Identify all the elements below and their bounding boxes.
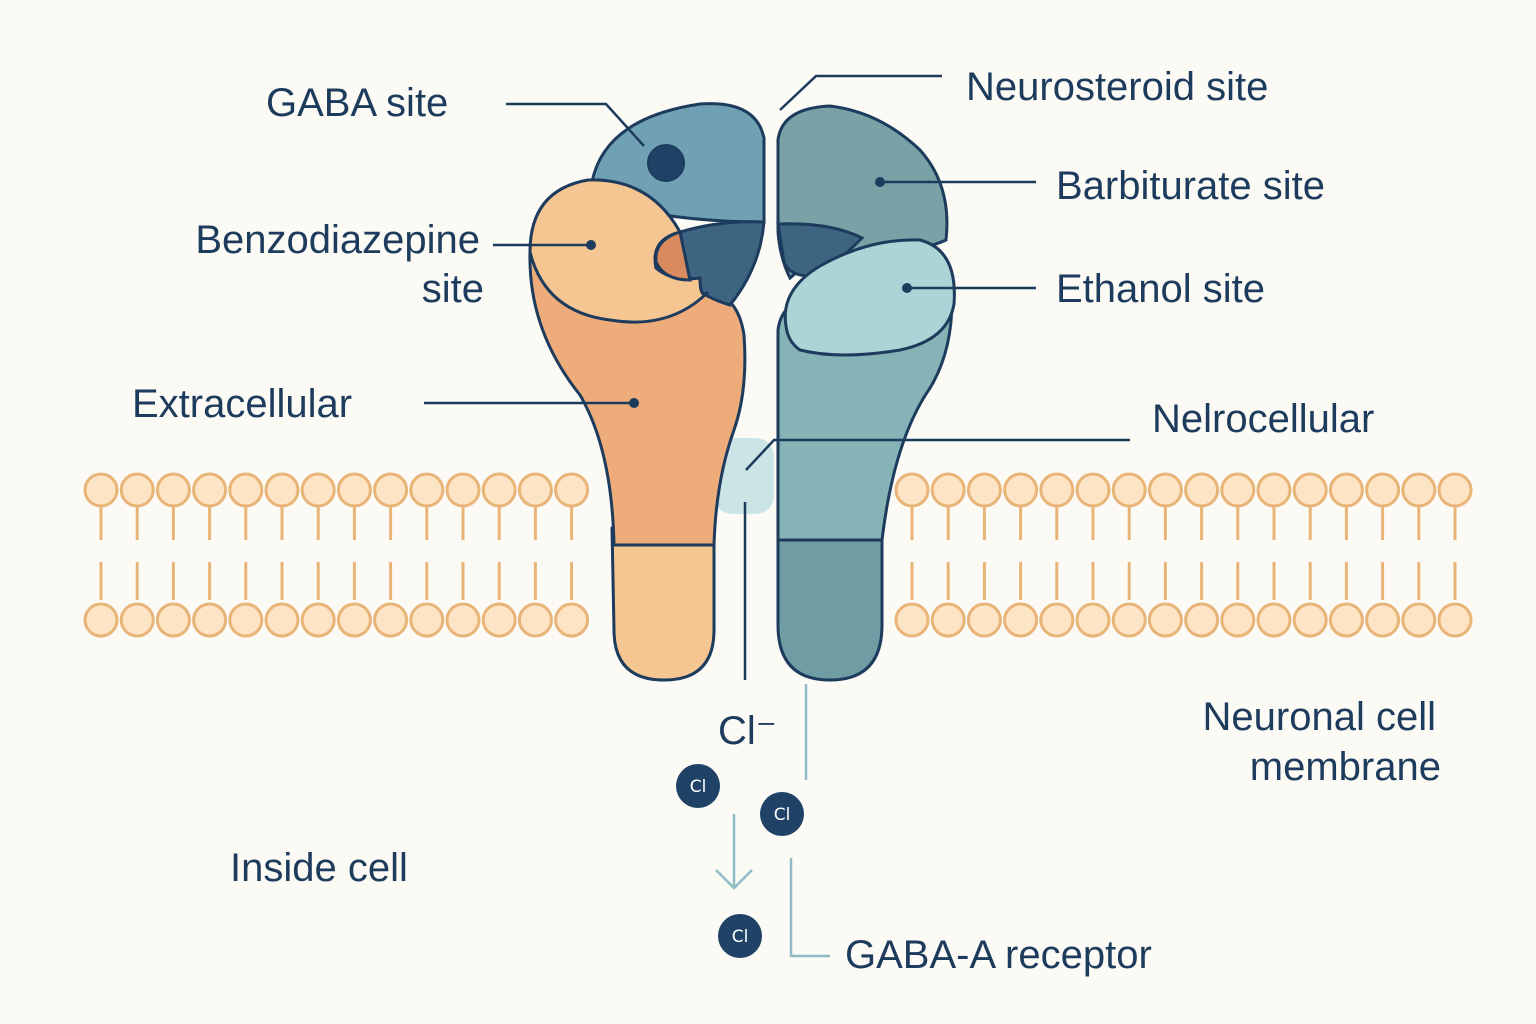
chloride-ion: Cl [676,764,720,808]
lipid-head [1401,472,1437,508]
netrocellular-label: Nelrocellular [1152,397,1375,441]
lipid-head [1075,602,1111,638]
lipid-head [1184,602,1220,638]
lipid-head [1111,472,1147,508]
lipid-head [1147,602,1183,638]
lipid-head [1184,472,1220,508]
lipid-head [1328,602,1364,638]
barbiturate-site-label: Barbiturate site [1056,164,1326,208]
lipid-head [1328,472,1364,508]
benzodiazepine-site-label-line2: site [421,267,484,311]
lipid-head [1256,602,1292,638]
right-subunit-lower [776,528,884,682]
lipid-head [119,602,155,638]
lipid-head [1437,602,1473,638]
chloride-ion: Cl [718,914,762,958]
gaba-a-receptor-label: GABA-A receptor [845,933,1152,977]
inside-cell-label: Inside cell [230,846,408,890]
ethanol-marker [902,283,912,293]
lipid-head [1003,602,1039,638]
gaba-ligand-dot [647,144,685,182]
lipid-head [192,472,228,508]
lipid-head [1039,472,1075,508]
benzodiazepine-marker [586,240,596,250]
lipid-head [481,602,517,638]
lipid-head [155,472,191,508]
lipid-head [894,602,930,638]
lipid-head [228,472,264,508]
chloride-ion: Cl [760,792,804,836]
extracellular-label: Extracellular [132,382,353,426]
lipid-head [894,472,930,508]
lipid-head [966,602,1002,638]
lipid-head [1256,472,1292,508]
benzodiazepine-pocket [654,230,692,282]
lipid-head [1437,472,1473,508]
lipid-head [1039,602,1075,638]
lipid-head [300,602,336,638]
gaba-site-label: GABA site [266,81,449,125]
lipid-head [554,602,590,638]
lipid-head [966,472,1002,508]
chloride-ion-label: Cl⁻ [718,709,777,753]
lipid-head [1292,602,1328,638]
lipid-head [192,602,228,638]
lipid-head [155,602,191,638]
lipid-head [1365,602,1401,638]
lipid-bilayer [83,472,1473,638]
lipid-head [409,472,445,508]
neurosteroid-site-label: Neurosteroid site [966,65,1269,109]
lipid-head [300,472,336,508]
lipid-head [1075,472,1111,508]
lipid-head [1401,602,1437,638]
left-subunit-lower [610,526,716,682]
lipid-head [1003,472,1039,508]
svg-text:Cl: Cl [690,777,707,797]
svg-text:Cl: Cl [732,927,749,947]
receptor-leader [789,858,830,958]
lipid-head [373,472,409,508]
lipid-head [445,472,481,508]
lipid-head [264,472,300,508]
lipid-head [228,602,264,638]
svg-text:Cl: Cl [774,805,791,825]
lipid-head [336,472,372,508]
lipid-head [930,602,966,638]
membrane-label-line1: Neuronal cell [1202,695,1436,739]
extracellular-marker [629,398,639,408]
lipid-head [517,602,553,638]
lipid-head [930,472,966,508]
lipid-head [1220,602,1256,638]
lipid-head [336,602,372,638]
lipid-head [83,602,119,638]
ion-flow-arrow [715,814,753,890]
barbiturate-marker [875,177,885,187]
lipid-head [1111,602,1147,638]
benzodiazepine-site-label-line1: Benzodiazepine [195,218,480,262]
lipid-head [83,472,119,508]
ethanol-site-label: Ethanol site [1056,267,1266,311]
lipid-head [445,602,481,638]
lipid-head [1220,472,1256,508]
lipid-head [119,472,155,508]
leader-lines [424,74,1130,680]
lipid-head [264,602,300,638]
lipid-head [1365,472,1401,508]
lipid-head [481,472,517,508]
lipid-head [1147,472,1183,508]
lipid-head [517,472,553,508]
ethanol-site-lobe [783,238,956,357]
lipid-head [409,602,445,638]
lipid-head [373,602,409,638]
lipid-head [554,472,590,508]
left-subunit [528,250,747,682]
membrane-label-line2: membrane [1249,745,1441,789]
lipid-head [1292,472,1328,508]
